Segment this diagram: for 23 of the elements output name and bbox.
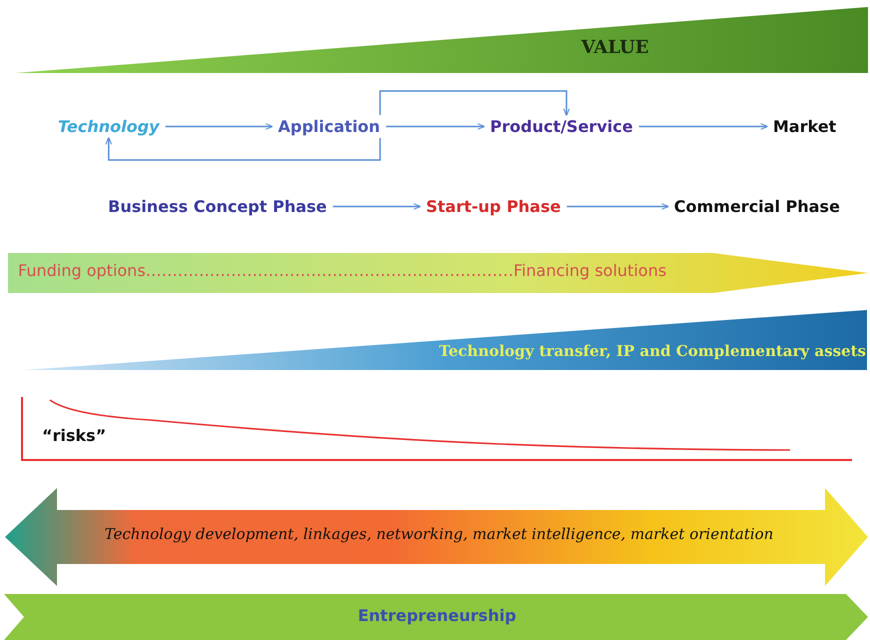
chevron-band	[4, 594, 870, 640]
band-label: Technology transfer, IP and Complementary assets	[438, 342, 866, 360]
value-label: VALUE	[580, 37, 650, 58]
stage-label: Market	[767, 115, 842, 138]
band-label: Technology development, linkages, networking, market intelligence, market orientation	[104, 525, 774, 543]
arrow	[386, 123, 486, 130]
stage-label: Technology	[52, 115, 166, 138]
band-label: Funding options……………………………………………………………Financing solutions	[18, 261, 668, 280]
arrow	[165, 123, 274, 130]
value-wedge	[15, 5, 870, 75]
arrow	[379, 90, 570, 116]
risk-label: “risks”	[42, 426, 106, 445]
stage-label: Application	[272, 115, 386, 138]
double-arrow-band	[4, 486, 870, 588]
arrow	[332, 203, 422, 210]
arrow	[638, 123, 768, 130]
arrow	[105, 136, 381, 161]
phase-label: Business Concept Phase	[102, 195, 333, 218]
band-label: Entrepreneurship	[356, 606, 518, 625]
phase-label: Commercial Phase	[668, 195, 846, 218]
arrow	[566, 203, 670, 210]
stage-label: Product/Service	[484, 115, 639, 138]
phase-label: Start-up Phase	[420, 195, 567, 218]
